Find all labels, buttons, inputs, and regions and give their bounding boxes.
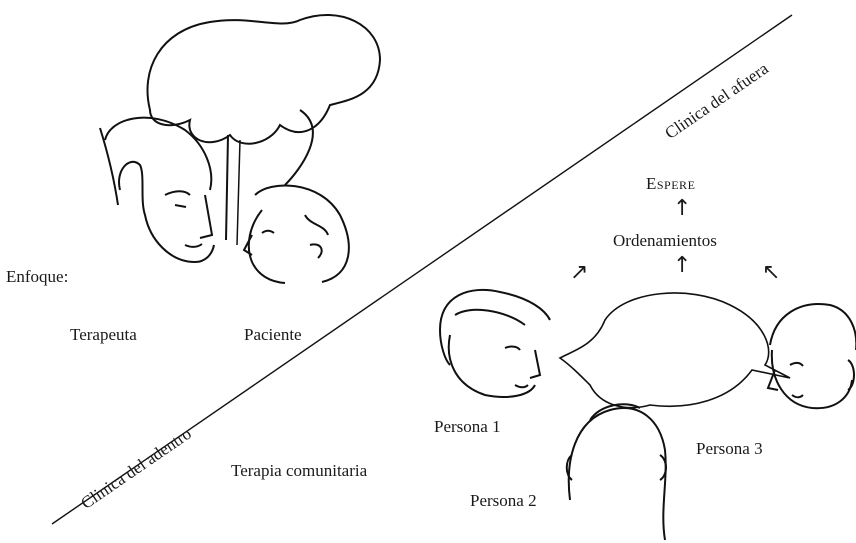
- persona-3-label: Persona 3: [696, 440, 763, 457]
- persona-2-label: Persona 2: [470, 492, 537, 509]
- focus-label: Enfoque:: [6, 268, 68, 285]
- top-label: Espere: [646, 175, 695, 192]
- persona-2-head-icon: [567, 404, 666, 540]
- arrow-up-icon: ↑: [673, 198, 691, 220]
- patient-label: Paciente: [244, 326, 302, 343]
- arrow-up-icon: ↑: [673, 255, 691, 277]
- arrow-up-right-icon: ↗: [570, 262, 588, 284]
- arrow-up-left-icon: ↖: [762, 262, 780, 284]
- patient-head-icon: [244, 185, 349, 283]
- therapist-label: Terapeuta: [70, 326, 137, 343]
- community-therapy-label: Terapia comunitaria: [231, 462, 367, 479]
- group-speech-bubble-icon: [560, 293, 790, 408]
- shared-thought-bubble-icon: [148, 15, 381, 144]
- persona-1-label: Persona 1: [434, 418, 501, 435]
- persona-3-head-icon: [768, 304, 856, 408]
- persona-1-head-icon: [440, 290, 550, 397]
- orders-label: Ordenamientos: [613, 232, 717, 249]
